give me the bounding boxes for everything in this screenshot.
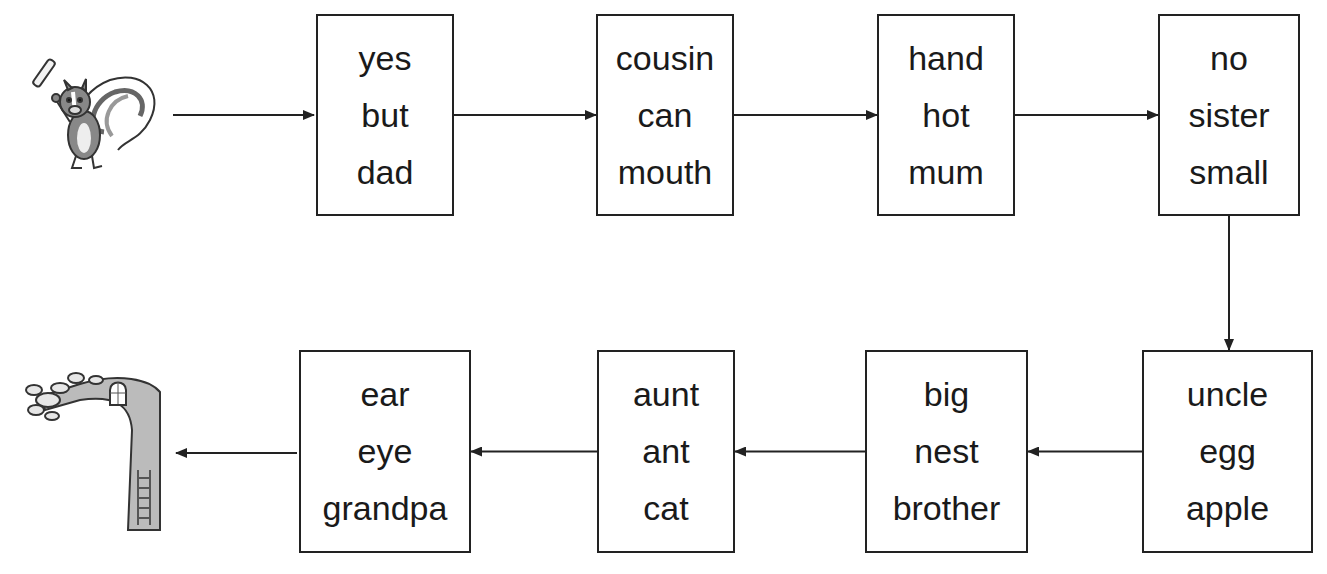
skunk-illustration: [32, 58, 154, 168]
word-text: ant: [642, 423, 689, 480]
tree-illustration: [26, 373, 160, 530]
word-text: brother: [893, 480, 1001, 537]
word-text: egg: [1199, 423, 1256, 480]
word-box: auntantcat: [597, 350, 735, 553]
word-text: but: [361, 87, 408, 144]
flow-arrow: [1028, 451, 1142, 453]
flow-arrow: [735, 451, 865, 453]
word-box: uncleeggapple: [1142, 350, 1313, 553]
word-box: eareyegrandpa: [299, 350, 471, 553]
word-text: eye: [358, 423, 413, 480]
word-text: uncle: [1187, 366, 1268, 423]
word-text: hand: [908, 30, 984, 87]
word-text: no: [1210, 30, 1248, 87]
word-text: dad: [357, 144, 414, 201]
word-text: cousin: [616, 30, 714, 87]
flow-arrow: [1015, 114, 1158, 116]
word-box: nosistersmall: [1158, 14, 1300, 216]
flow-arrow: [471, 451, 597, 453]
word-box: bignestbrother: [865, 350, 1028, 553]
word-box: cousincanmouth: [596, 14, 734, 216]
word-text: mouth: [618, 144, 713, 201]
word-text: yes: [359, 30, 412, 87]
word-text: big: [924, 366, 969, 423]
flow-arrow: [734, 114, 877, 116]
word-text: aunt: [633, 366, 699, 423]
word-text: hot: [922, 87, 969, 144]
word-text: small: [1189, 144, 1268, 201]
word-text: can: [638, 87, 693, 144]
word-text: nest: [914, 423, 978, 480]
word-text: grandpa: [323, 480, 448, 537]
word-text: sister: [1188, 87, 1269, 144]
flow-arrow: [1228, 216, 1230, 350]
end-arrow: [176, 452, 297, 454]
word-text: apple: [1186, 480, 1269, 537]
word-text: ear: [360, 366, 409, 423]
word-box: yesbutdad: [316, 14, 454, 216]
word-box: handhotmum: [877, 14, 1015, 216]
word-text: cat: [643, 480, 688, 537]
word-text: mum: [908, 144, 984, 201]
start-arrow: [173, 114, 314, 116]
flow-arrow: [454, 114, 596, 116]
